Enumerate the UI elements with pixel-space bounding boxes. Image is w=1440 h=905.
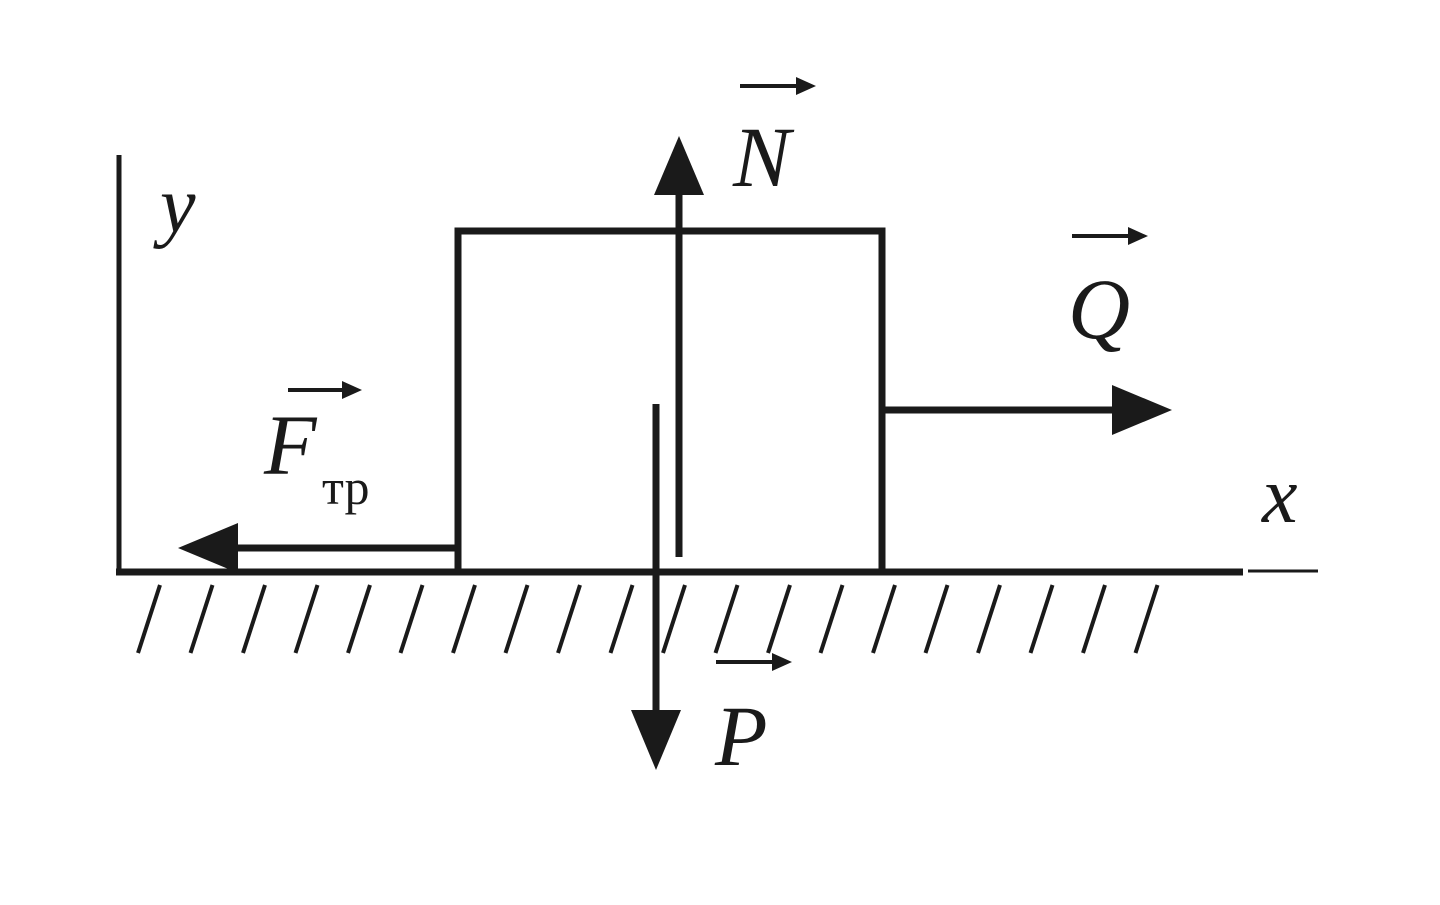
- weight-arrowhead: [631, 710, 681, 770]
- y-axis-label: y: [153, 162, 196, 250]
- block: [454, 227, 886, 576]
- hatch-line: [871, 584, 897, 654]
- hatch-line: [346, 584, 372, 654]
- normal-force-arrowhead: [654, 136, 704, 195]
- x-axis-label: x: [1261, 452, 1298, 540]
- hatch-line: [451, 584, 477, 654]
- weight-label: P: [714, 688, 768, 784]
- hatch-line: [766, 584, 792, 654]
- hatch-line: [713, 584, 740, 654]
- weight-vector-bar-head: [772, 653, 792, 671]
- hatch-line: [136, 584, 162, 654]
- hatch-line: [241, 584, 267, 654]
- ground-hatching: [136, 584, 1160, 654]
- hatch-line: [608, 584, 635, 654]
- pull-force-arrowhead: [1112, 385, 1172, 435]
- hatch-line: [188, 584, 215, 654]
- hatch-line: [661, 584, 687, 654]
- hatch-line: [398, 584, 425, 654]
- friction-force-vector-bar-head: [342, 381, 362, 399]
- hatch-line: [293, 584, 320, 654]
- hatch-line: [818, 584, 845, 654]
- hatch-line: [1028, 584, 1055, 654]
- pull-force-label: Q: [1068, 261, 1130, 357]
- normal-force-label: N: [732, 109, 795, 205]
- hatch-line: [923, 584, 950, 654]
- hatch-line: [1081, 584, 1107, 654]
- hatch-line: [976, 584, 1002, 654]
- hatch-line: [556, 584, 582, 654]
- hatch-line: [503, 584, 530, 654]
- normal-force-vector-bar-head: [796, 77, 816, 95]
- friction-force-label: F: [263, 397, 318, 493]
- friction-force-subscript: тр: [322, 459, 369, 515]
- friction-force-arrowhead: [178, 523, 238, 573]
- hatch-line: [1133, 584, 1160, 654]
- pull-force-vector-bar-head: [1128, 227, 1148, 245]
